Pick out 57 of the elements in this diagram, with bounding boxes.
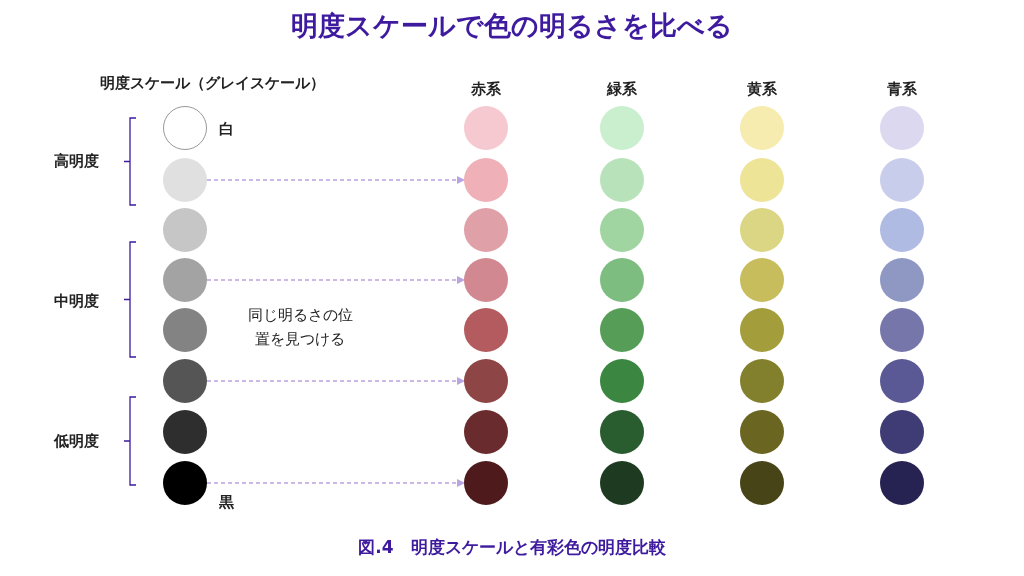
column-heading: 赤系 (470, 80, 502, 99)
color-circle (163, 308, 207, 352)
color-circle (163, 106, 207, 150)
circle-caption: 白 (219, 120, 234, 139)
color-circle (600, 410, 644, 454)
color-circle (880, 258, 924, 302)
color-circle (163, 410, 207, 454)
color-circle (600, 258, 644, 302)
dashed-arrow (206, 479, 465, 487)
color-circle (464, 461, 508, 505)
color-circle (600, 461, 644, 505)
color-circle (600, 359, 644, 403)
color-circle (880, 410, 924, 454)
color-circle (600, 308, 644, 352)
note: 同じ明るさの位置を見つける (246, 305, 354, 350)
title: 明度スケールで色の明るさを比べる (290, 9, 734, 43)
color-circle (464, 208, 508, 252)
color-circle (740, 410, 784, 454)
group-label: 高明度 (54, 152, 99, 171)
color-circle (464, 106, 508, 150)
color-circle (740, 359, 784, 403)
color-circle (163, 158, 207, 202)
dashed-arrow (206, 377, 465, 385)
color-circle (740, 208, 784, 252)
color-circle (600, 158, 644, 202)
color-circle (740, 308, 784, 352)
group-label: 低明度 (54, 432, 99, 451)
color-circle (464, 359, 508, 403)
color-circle (880, 308, 924, 352)
color-circle (464, 410, 508, 454)
color-circle (464, 158, 508, 202)
color-circle (880, 106, 924, 150)
color-circle (163, 258, 207, 302)
color-circle (464, 258, 508, 302)
column-heading: 黄系 (746, 80, 778, 99)
color-circle (163, 461, 207, 505)
color-circle (740, 158, 784, 202)
color-circle (740, 106, 784, 150)
color-circle (163, 359, 207, 403)
column-heading: 緑系 (605, 80, 638, 99)
circle-caption: 黒 (219, 493, 234, 512)
group-label: 中明度 (54, 292, 99, 311)
color-circle (880, 461, 924, 505)
color-circle (740, 258, 784, 302)
scale-heading: 明度スケール（グレイスケール） (100, 74, 325, 93)
color-circle (464, 308, 508, 352)
color-circle (163, 208, 207, 252)
dashed-arrow (206, 176, 465, 184)
color-circle (880, 359, 924, 403)
dashed-arrow (206, 276, 465, 284)
color-circle (600, 106, 644, 150)
color-circle (600, 208, 644, 252)
color-circle (740, 461, 784, 505)
color-circle (880, 208, 924, 252)
caption: 図.4 明度スケールと有彩色の明度比較 (357, 536, 667, 559)
column-heading: 青系 (886, 80, 918, 99)
color-circle (880, 158, 924, 202)
